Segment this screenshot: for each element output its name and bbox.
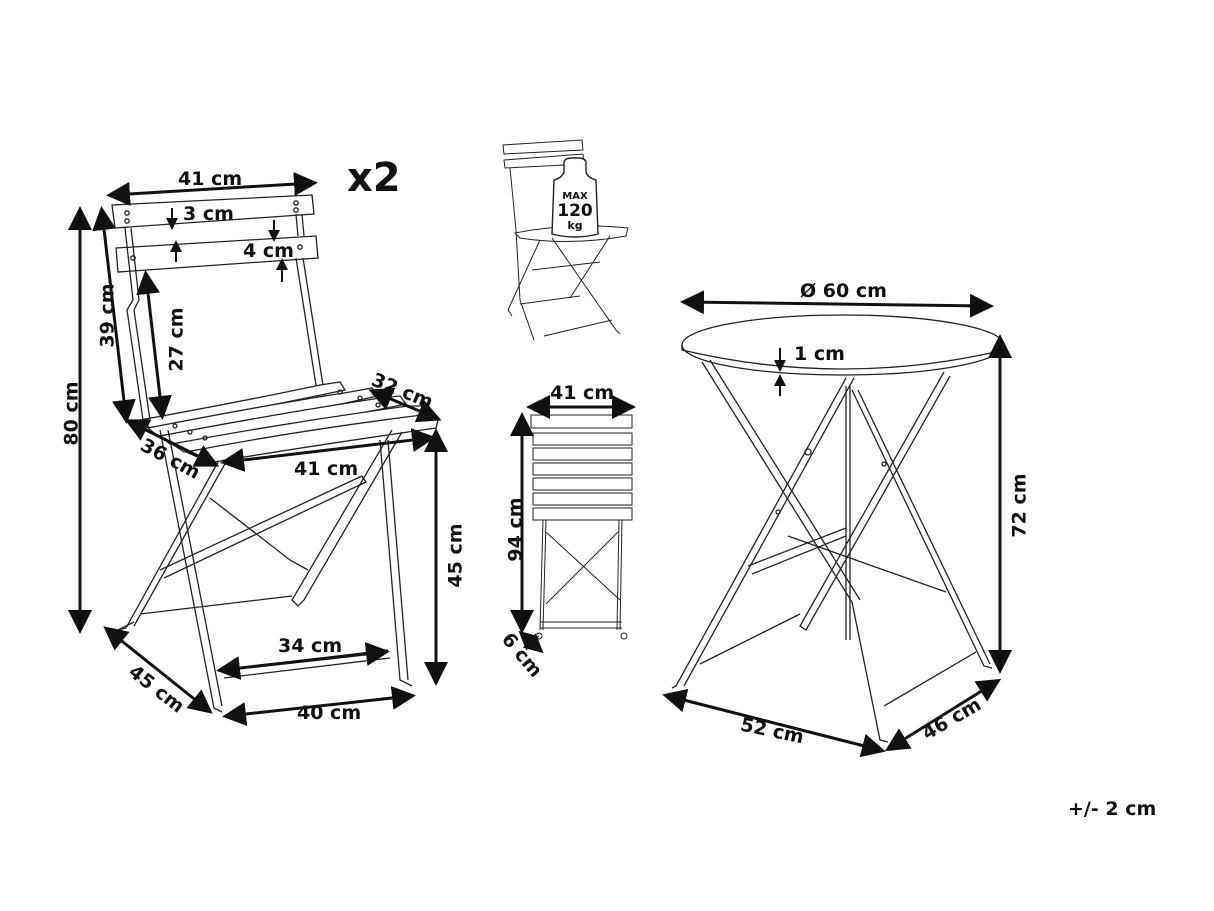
seat-height-label: 45 cm	[444, 523, 467, 588]
backrest-height-label: 39 cm	[96, 283, 119, 348]
weight-max-label: MAX	[562, 191, 588, 202]
table-drawing	[671, 314, 1005, 743]
backrest-leg-gap-label: 27 cm	[165, 307, 188, 372]
weight-unit-label: kg	[567, 219, 583, 232]
weight-value-label: 120	[557, 201, 593, 221]
table-dimension-arrows	[662, 290, 1012, 758]
table-height-label: 72 cm	[1008, 473, 1031, 538]
top-slat-height-label: 3 cm	[183, 203, 234, 225]
tolerance-label: +/- 2 cm	[1068, 798, 1157, 820]
backrest-width-label: 41 cm	[178, 168, 243, 190]
chair-dimension-arrows	[68, 172, 448, 726]
folded-chair-drawing	[530, 414, 633, 640]
folded-chair-dimension-arrows	[510, 395, 636, 654]
table-diameter-label: Ø 60 cm	[800, 280, 887, 302]
folded-width-label: 41 cm	[550, 382, 615, 404]
table-top-thickness-label: 1 cm	[794, 343, 845, 365]
rail-width-label: 34 cm	[278, 635, 343, 657]
quantity-label: x2	[347, 155, 401, 201]
seat-width-label: 41 cm	[294, 458, 359, 480]
load-chair-drawing	[502, 139, 629, 341]
slat-gap-label: 4 cm	[243, 240, 294, 262]
total-height-label: 80 cm	[60, 381, 83, 446]
folded-height-label: 94 cm	[504, 497, 527, 562]
base-width-label: 40 cm	[297, 702, 362, 724]
